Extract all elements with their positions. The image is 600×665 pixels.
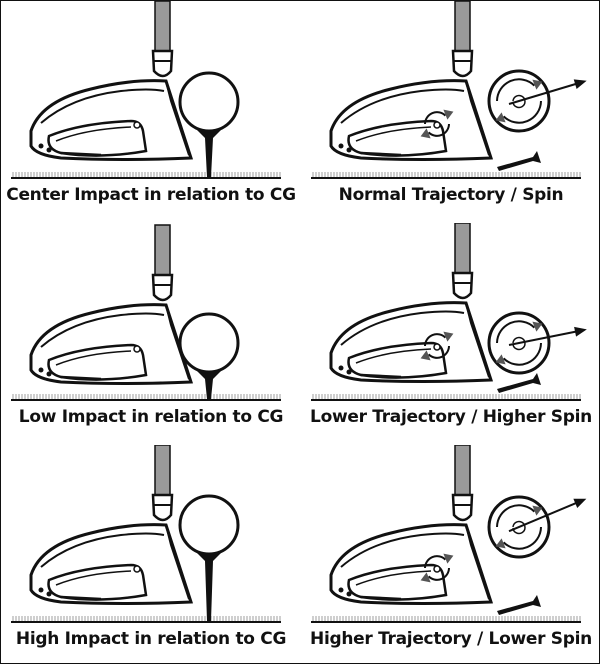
diagram-panel: Lower Trajectory / Higher Spin [301, 223, 600, 443]
panel-caption: Center Impact in relation to CG [6, 185, 296, 205]
diagram-panel: Normal Trajectory / Spin [301, 1, 600, 221]
club-hosel [451, 271, 474, 300]
cg-marker [133, 345, 141, 353]
club-shaft [154, 224, 171, 276]
club-shaft [454, 1, 471, 52]
weight-screw [338, 365, 344, 371]
cg-rotation [420, 553, 454, 583]
cg-marker [433, 343, 441, 351]
club-head [329, 445, 494, 605]
diagram-panel: High Impact in relation to CG [1, 445, 301, 665]
club-head [329, 1, 494, 161]
club-hosel [451, 49, 474, 78]
cg-spin-arrows [420, 553, 454, 583]
club-sole [347, 563, 448, 601]
ball-spin-arrows [495, 78, 543, 124]
weight-screw [338, 587, 344, 593]
ground-line [11, 394, 281, 401]
cg-rotation [420, 331, 454, 361]
ground-line [11, 172, 281, 179]
fallen-tee [497, 373, 541, 393]
diagram-panel: Higher Trajectory / Lower Spin [301, 445, 600, 665]
club-sole [347, 341, 448, 379]
cg-rotation [420, 109, 454, 139]
club-hosel [151, 493, 174, 522]
club-hosel [151, 49, 174, 78]
cg-marker [433, 565, 441, 573]
fallen-tee [497, 595, 541, 615]
panel-caption: Low Impact in relation to CG [18, 407, 284, 427]
ground-line [11, 616, 281, 623]
club-hosel [151, 273, 174, 302]
panel-caption: Normal Trajectory / Spin [338, 185, 564, 205]
golf-ball [178, 494, 240, 556]
club-shaft [454, 223, 471, 274]
impact-illustration [11, 224, 281, 401]
weight-screw [338, 143, 344, 149]
fallen-tee [497, 151, 541, 171]
club-head [29, 445, 194, 605]
ball-spin-arrows [495, 320, 543, 366]
golf-tee [197, 553, 221, 621]
club-shaft [154, 1, 171, 52]
trajectory-arrow [508, 79, 587, 105]
club-hosel [451, 493, 474, 522]
club-shaft [154, 445, 171, 496]
cg-spin-arrows [420, 331, 454, 361]
flight-illustration [311, 445, 587, 623]
club-sole [47, 343, 148, 381]
club-head [29, 1, 194, 161]
ground-line [311, 172, 581, 179]
club-head [29, 224, 194, 385]
golf-tee [197, 130, 221, 177]
cg-marker [433, 121, 441, 129]
ball-spin-arrows [495, 504, 543, 550]
golf-ball [178, 312, 240, 374]
panel-caption: High Impact in relation to CG [15, 629, 287, 649]
trajectory-arrow [508, 326, 587, 346]
cg-marker [133, 121, 141, 129]
weight-screw [38, 367, 44, 373]
ground-line [311, 616, 581, 623]
weight-screw [38, 587, 44, 593]
cg-spin-arrows [420, 109, 454, 139]
ground-line [311, 394, 581, 401]
impact-illustration [11, 445, 281, 623]
panel-caption: Higher Trajectory / Lower Spin [310, 629, 592, 649]
panel-caption: Lower Trajectory / Higher Spin [310, 407, 592, 427]
flight-illustration [311, 223, 587, 401]
club-shaft [454, 445, 471, 496]
golf-ball [178, 71, 240, 133]
trajectory-arrow [508, 498, 587, 533]
cg-marker [133, 565, 141, 573]
club-sole [347, 119, 448, 157]
flight-illustration [311, 1, 587, 179]
impact-illustration [11, 1, 281, 179]
diagram-panel: Center Impact in relation to CG [1, 1, 301, 221]
diagram-panel: Low Impact in relation to CG [1, 223, 301, 443]
club-sole [47, 119, 148, 157]
club-sole [47, 563, 148, 601]
golf-tee [197, 371, 221, 399]
club-head [329, 223, 494, 383]
weight-screw [38, 143, 44, 149]
